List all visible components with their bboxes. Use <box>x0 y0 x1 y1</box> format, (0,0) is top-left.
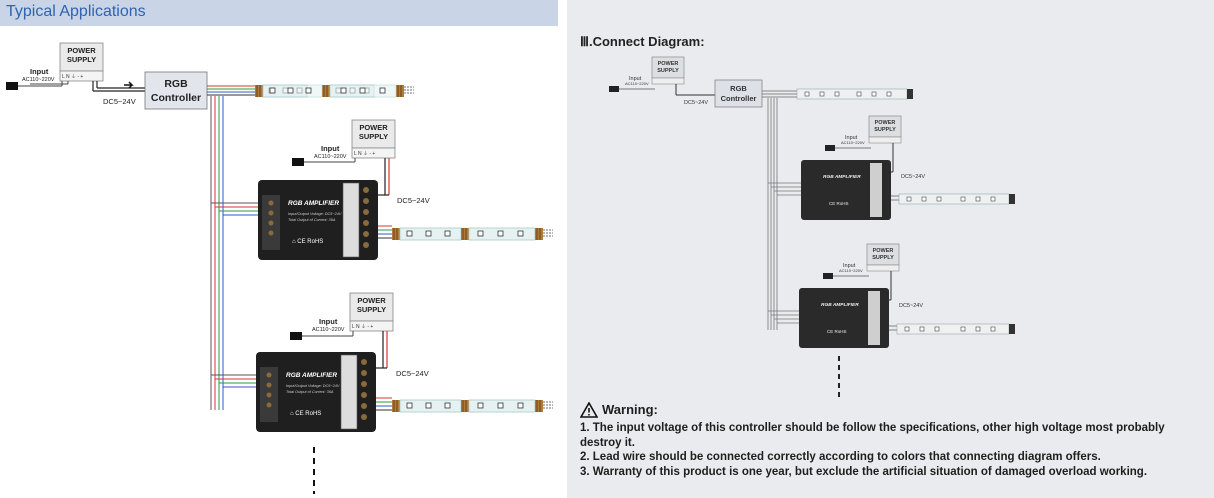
amplifier-certification-marks: CE RoHS <box>829 201 849 206</box>
input-plug-2: Input AC110~220V <box>825 135 871 151</box>
controller-label-2: Controller <box>151 92 201 104</box>
amplifier-certification-marks: ⌂ CE RoHS <box>292 239 323 245</box>
dc-voltage-label: DC5~24V <box>103 97 136 106</box>
power-supply-label-2: SUPPLY <box>872 255 894 261</box>
power-supply-label-2: SUPPLY <box>67 55 96 64</box>
led-strip-2 <box>391 227 554 241</box>
power-supply-3: POWER SUPPLY L N ⏚ - + <box>349 292 394 332</box>
led-strip-3 <box>391 399 554 413</box>
panel-title: Typical Applications <box>6 3 146 20</box>
power-supply-label-2: SUPPLY <box>357 305 386 314</box>
input-label: Input <box>30 67 49 76</box>
amplifier-spec-current: Total Output of Current: 36A <box>288 218 336 222</box>
input-voltage-label: AC110~220V <box>841 140 865 145</box>
warning-item-3: 3. Warranty of this product is one year,… <box>580 465 1148 478</box>
power-supply-label-1: POWER <box>357 296 386 305</box>
rgb-amplifier-1: RGB AMPLIFIER CE RoHS <box>801 160 891 220</box>
connect-diagram-panel: Ⅲ.Connect Diagram: POWER SUPPLY Input AC… <box>567 0 1214 498</box>
input-label: Input <box>319 317 338 326</box>
power-supply-top: POWER SUPPLY <box>651 56 685 85</box>
input-voltage-label: AC110~220V <box>312 327 345 333</box>
amplifier-title: RGB AMPLIFIER <box>286 372 337 379</box>
amplifier-title: RGB AMPLIFIER <box>821 302 859 308</box>
warning-item-2: 2. Lead wire should be connected correct… <box>580 451 1101 463</box>
power-supply-label-1: POWER <box>873 248 894 254</box>
dc-voltage-label: DC5~24V <box>899 303 923 309</box>
warning-list: 1. The input voltage of this controller … <box>580 421 1200 479</box>
power-supply-label-2: SUPPLY <box>359 132 388 141</box>
power-supply-label-1: POWER <box>359 123 388 132</box>
input-voltage-label: AC110~220V <box>839 268 863 273</box>
power-supply-2: POWER SUPPLY <box>868 115 902 144</box>
input-plug-top: Input AC110~220V <box>609 76 655 92</box>
dc-voltage-label: DC5~24V <box>396 369 429 378</box>
connect-diagram: POWER SUPPLY Input AC110~220V DC5~24V RG… <box>609 56 1015 398</box>
power-supply-3: POWER SUPPLY <box>866 243 900 272</box>
warning-section: Warning: 1. The input voltage of this co… <box>580 402 1200 479</box>
rgb-controller-box: RGB Controller <box>144 71 208 110</box>
amplifier-spec-voltage: Input/Output Voltage: DC5~24V <box>288 212 342 216</box>
power-supply-label-1: POWER <box>67 46 96 55</box>
section-title: Ⅲ.Connect Diagram: <box>580 34 705 49</box>
typical-applications-panel: Typical Applications POWER <box>0 0 558 498</box>
amplifier-spec-voltage: Input/Output Voltage: DC5~24V <box>286 384 340 388</box>
power-supply-terminals: L N ⏚ - + <box>62 73 83 80</box>
warning-icon <box>580 402 598 418</box>
rgb-amplifier-1: RGB AMPLIFIER Input/Output Voltage: DC5~… <box>258 180 378 260</box>
arrow-icon <box>124 81 134 89</box>
rgb-controller-box: RGB Controller <box>714 79 763 108</box>
power-supply-label-1: POWER <box>875 120 896 126</box>
dc-voltage-label: DC5~24V <box>397 196 430 205</box>
dc-voltage-label: DC5~24V <box>901 174 925 180</box>
typical-applications-diagram: POWER SUPPLY L N ⏚ - + Input AC110~220V … <box>6 42 554 494</box>
input-plug-top: Input AC110~220V <box>6 67 69 90</box>
input-voltage-label: AC110~220V <box>625 81 649 86</box>
input-label: Input <box>629 76 642 82</box>
dc-voltage-label: DC5~24V <box>684 100 708 106</box>
controller-label-1: RGB <box>164 78 188 90</box>
input-label: Input <box>845 135 858 141</box>
panel-separator <box>558 0 567 498</box>
panel-header: Typical Applications <box>0 0 558 26</box>
input-voltage-label: AC110~220V <box>314 154 347 160</box>
led-strip-1 <box>796 88 913 100</box>
amplifier-title: RGB AMPLIFIER <box>288 200 339 207</box>
input-label: Input <box>843 263 856 269</box>
rgb-amplifier-2: RGB AMPLIFIER Input/Output Voltage: DC5~… <box>256 352 376 432</box>
input-plug-3: Input AC110~220V <box>290 317 354 340</box>
input-plug-2: Input AC110~220V <box>292 144 356 166</box>
warning-item-1: 1. The input voltage of this controller … <box>580 422 1165 449</box>
power-supply-top: POWER SUPPLY L N ⏚ - + <box>59 42 104 82</box>
amplifier-spec-current: Total Output of Current: 36A <box>286 390 334 394</box>
led-strip-3 <box>896 323 1015 335</box>
input-plug-3: Input AC110~220V <box>823 263 869 279</box>
amplifier-certification-marks: CE RoHS <box>827 329 847 334</box>
power-supply-terminals: L N ⏚ - + <box>354 150 375 157</box>
controller-label-2: Controller <box>721 94 757 103</box>
controller-label-1: RGB <box>730 84 747 93</box>
power-supply-label-2: SUPPLY <box>657 68 679 74</box>
power-supply-label-1: POWER <box>658 61 679 67</box>
amplifier-certification-marks: ⌂ CE RoHS <box>290 411 321 417</box>
input-voltage-label: AC110~220V <box>22 77 55 83</box>
led-strip-2 <box>898 193 1015 205</box>
rgb-amplifier-2: RGB AMPLIFIER CE RoHS <box>799 288 889 348</box>
power-supply-2: POWER SUPPLY L N ⏚ - + <box>351 119 396 159</box>
amplifier-title: RGB AMPLIFIER <box>823 174 861 180</box>
power-supply-label-2: SUPPLY <box>874 127 896 133</box>
power-supply-terminals: L N ⏚ - + <box>352 323 373 330</box>
warning-title: Warning: <box>602 401 658 417</box>
input-label: Input <box>321 144 340 153</box>
